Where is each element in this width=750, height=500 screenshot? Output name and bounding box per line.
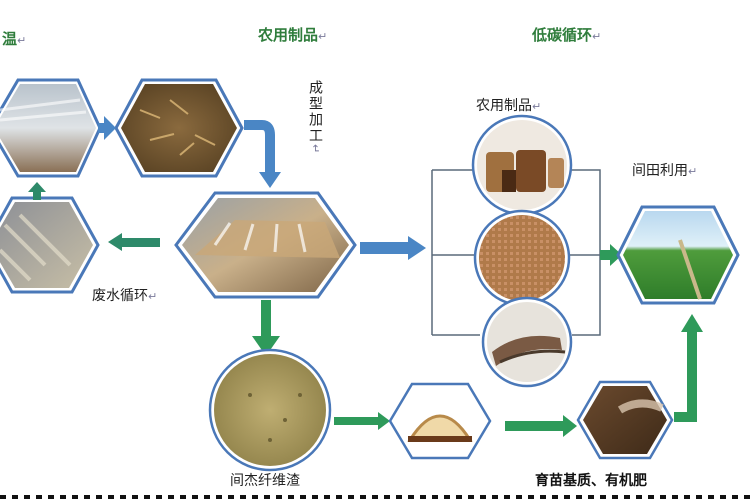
arrow-substrate-to-field <box>674 314 703 422</box>
greenhouse-storage-image <box>0 78 102 178</box>
straw-pile-image <box>114 78 244 178</box>
field-use-label: 间田利用↵ <box>632 163 698 179</box>
header-low-carbon-cycle: 低碳循环↵ <box>532 26 602 44</box>
mulch-film-image <box>481 296 573 388</box>
product-branch-lines <box>431 169 601 336</box>
arrow-compost-to-substrate <box>505 415 577 437</box>
fiber-residue-image <box>208 348 332 472</box>
seedling-pots-image <box>471 114 573 216</box>
arrow-fiber-to-compost <box>334 412 390 430</box>
wastewater-bales-image <box>0 196 100 294</box>
bottom-border <box>0 495 750 499</box>
substrate-soil-image <box>576 380 674 460</box>
arrow-wastewater-to-storage <box>28 182 46 200</box>
molding-factory-image <box>174 191 357 299</box>
header-left: 温↵ <box>2 30 27 48</box>
fiber-residue-label: 间杰纤维渣 <box>230 473 300 489</box>
processing-label: 成型加工↵ <box>307 80 323 156</box>
compost-heap-image <box>388 382 492 460</box>
farm-field-image <box>616 205 740 305</box>
arrow-processing-to-products <box>360 236 426 260</box>
arrow-processing-to-fiber <box>252 300 280 356</box>
header-agri-products: 农用制品↵ <box>258 26 328 44</box>
arrow-processing-to-wastewater <box>108 233 160 251</box>
wastewater-label: 废水循环↵ <box>92 288 158 304</box>
arrow-storage-to-straw <box>98 116 116 140</box>
fiber-mat-image <box>473 209 571 307</box>
substrate-fertilizer-label: 育苗基质、有机肥 <box>535 473 647 489</box>
arrow-straw-to-processing <box>244 120 281 188</box>
agri-products-label: 农用制品↵ <box>476 98 542 114</box>
arrow-products-to-field <box>600 244 622 266</box>
